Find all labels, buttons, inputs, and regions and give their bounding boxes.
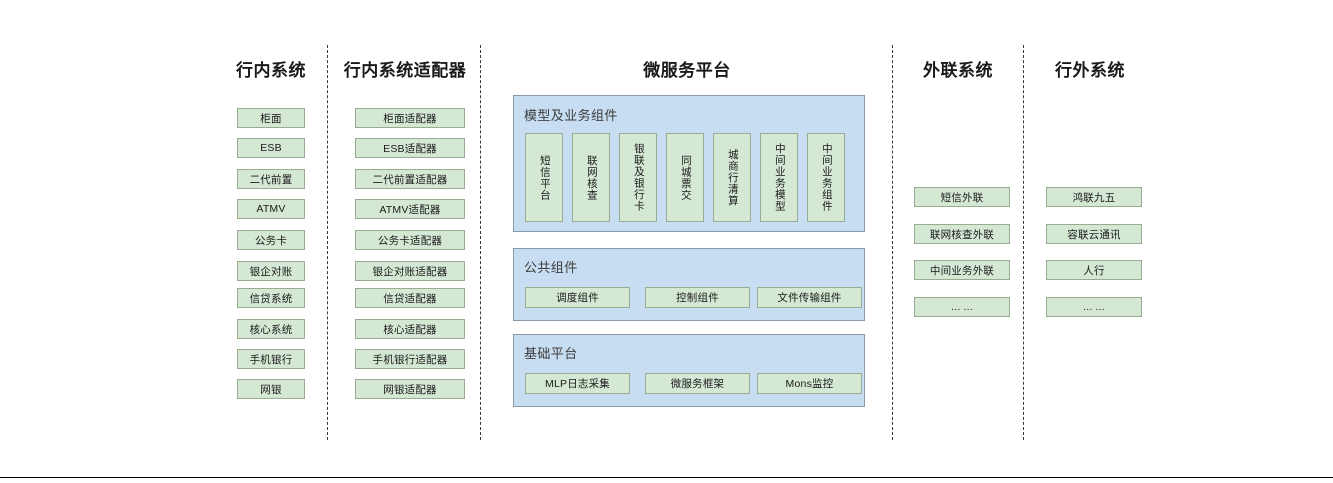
node-model-component-2[interactable]: 联网核查 <box>572 133 610 222</box>
node-intra-adapter-8[interactable]: 核心适配器 <box>355 319 465 339</box>
column-header-external-link-systems: 外联系统 <box>923 61 993 80</box>
node-external-link-4[interactable]: ... ... <box>914 297 1010 317</box>
bottom-divider <box>0 477 1333 478</box>
panel-base-platform <box>513 334 865 407</box>
node-intra-system-6[interactable]: 银企对账 <box>237 261 305 281</box>
column-separator-3 <box>892 45 893 440</box>
node-external-link-1[interactable]: 短信外联 <box>914 187 1010 207</box>
panel-title-base-platform: 基础平台 <box>524 346 578 361</box>
node-intra-system-8[interactable]: 核心系统 <box>237 319 305 339</box>
node-intra-system-2[interactable]: ESB <box>237 138 305 158</box>
panel-public-components <box>513 248 865 321</box>
node-model-component-1[interactable]: 短信平台 <box>525 133 563 222</box>
column-header-outside-bank-systems: 行外系统 <box>1055 61 1125 80</box>
node-intra-system-7[interactable]: 信贷系统 <box>237 288 305 308</box>
node-intra-system-3[interactable]: 二代前置 <box>237 169 305 189</box>
column-separator-4 <box>1023 45 1024 440</box>
node-intra-adapter-2[interactable]: ESB适配器 <box>355 138 465 158</box>
node-intra-system-5[interactable]: 公务卡 <box>237 230 305 250</box>
column-header-microservice-platform: 微服务平台 <box>643 61 731 80</box>
node-model-component-7[interactable]: 中间业务组件 <box>807 133 845 222</box>
node-model-component-6-label: 中间业务模型 <box>773 143 786 212</box>
node-intra-adapter-1[interactable]: 柜面适配器 <box>355 108 465 128</box>
node-model-component-3[interactable]: 银联及银行卡 <box>619 133 657 222</box>
column-separator-2 <box>480 45 481 440</box>
node-model-component-4-label: 同城票交 <box>679 154 692 201</box>
node-outside-bank-1[interactable]: 鸿联九五 <box>1046 187 1142 207</box>
node-intra-adapter-6[interactable]: 银企对账适配器 <box>355 261 465 281</box>
node-model-component-3-label: 银联及银行卡 <box>632 143 645 212</box>
node-external-link-3[interactable]: 中间业务外联 <box>914 260 1010 280</box>
node-public-component-2[interactable]: 控制组件 <box>645 287 750 308</box>
column-separator-1 <box>327 45 328 440</box>
node-model-component-1-label: 短信平台 <box>538 154 551 201</box>
node-model-component-7-label: 中间业务组件 <box>820 143 833 212</box>
node-model-component-5-label: 城商行清算 <box>726 148 739 207</box>
node-public-component-3[interactable]: 文件传输组件 <box>757 287 862 308</box>
node-base-platform-1[interactable]: MLP日志采集 <box>525 373 630 394</box>
node-base-platform-2[interactable]: 微服务框架 <box>645 373 750 394</box>
node-intra-adapter-5[interactable]: 公务卡适配器 <box>355 230 465 250</box>
node-intra-adapter-10[interactable]: 网银适配器 <box>355 379 465 399</box>
node-intra-adapter-3[interactable]: 二代前置适配器 <box>355 169 465 189</box>
column-header-intra-bank-systems: 行内系统 <box>236 61 306 80</box>
node-outside-bank-4[interactable]: ... ... <box>1046 297 1142 317</box>
node-intra-adapter-9[interactable]: 手机银行适配器 <box>355 349 465 369</box>
node-intra-system-4[interactable]: ATMV <box>237 199 305 219</box>
node-base-platform-3[interactable]: Mons监控 <box>757 373 862 394</box>
panel-title-public-components: 公共组件 <box>524 260 578 275</box>
node-model-component-5[interactable]: 城商行清算 <box>713 133 751 222</box>
node-outside-bank-2[interactable]: 容联云通讯 <box>1046 224 1142 244</box>
node-model-component-4[interactable]: 同城票交 <box>666 133 704 222</box>
node-intra-adapter-4[interactable]: ATMV适配器 <box>355 199 465 219</box>
node-model-component-6[interactable]: 中间业务模型 <box>760 133 798 222</box>
node-intra-system-1[interactable]: 柜面 <box>237 108 305 128</box>
node-intra-system-10[interactable]: 网银 <box>237 379 305 399</box>
node-model-component-2-label: 联网核查 <box>585 154 598 201</box>
node-intra-adapter-7[interactable]: 信贷适配器 <box>355 288 465 308</box>
node-external-link-2[interactable]: 联网核查外联 <box>914 224 1010 244</box>
panel-title-model-business-components: 模型及业务组件 <box>524 108 618 123</box>
node-outside-bank-3[interactable]: 人行 <box>1046 260 1142 280</box>
column-header-intra-bank-adapters: 行内系统适配器 <box>343 61 467 80</box>
node-public-component-1[interactable]: 调度组件 <box>525 287 630 308</box>
node-intra-system-9[interactable]: 手机银行 <box>237 349 305 369</box>
